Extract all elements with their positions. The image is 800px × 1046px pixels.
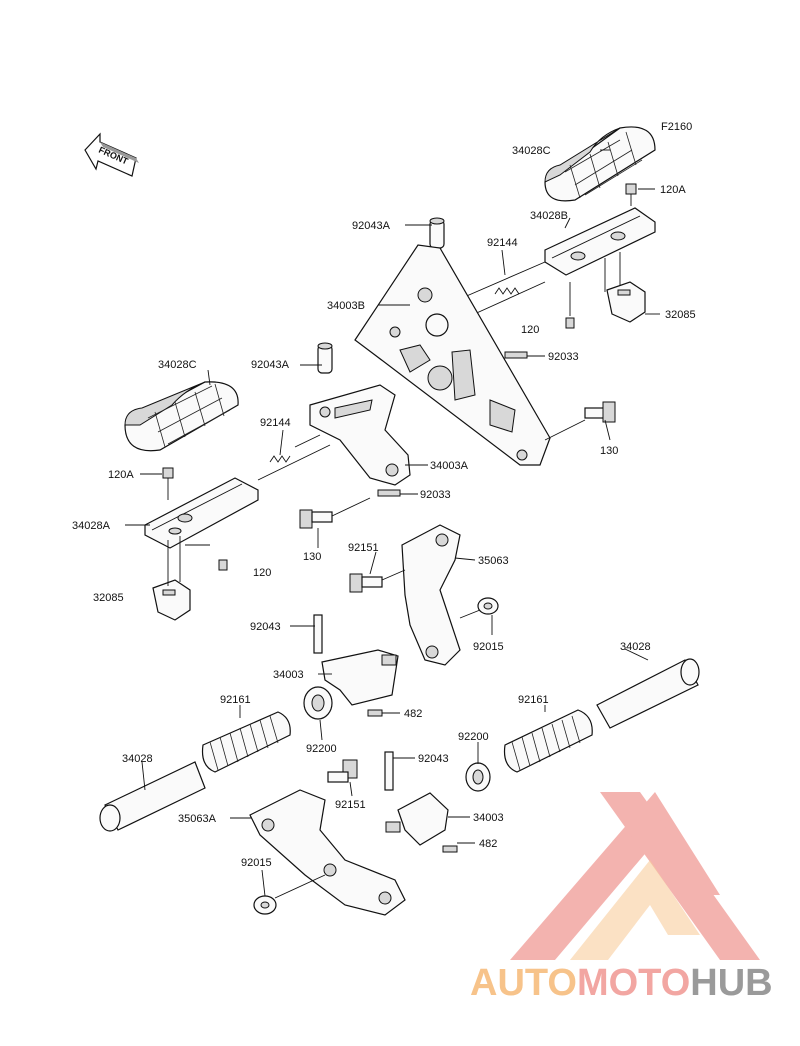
label-92144-left: 92144 — [260, 417, 291, 429]
label-130-right: 130 — [600, 445, 618, 457]
tube-34028-left — [99, 761, 206, 832]
left-pivot-pin — [317, 342, 333, 374]
watermark-logo-icon — [510, 792, 760, 960]
left-spring-92144 — [269, 455, 291, 463]
label-92161-left: 92161 — [220, 694, 251, 706]
label-92043A-left: 92043A — [251, 359, 290, 371]
label-92043-left: 92043 — [250, 621, 281, 633]
label-34003-bottom: 34003 — [473, 812, 504, 824]
rubber-92161-right — [503, 709, 593, 773]
right-bolt-120A — [625, 183, 637, 206]
label-92015-top: 92015 — [473, 641, 504, 653]
label-34028B: 34028B — [530, 210, 568, 222]
watermark-text: AUTOMOTOHUB — [470, 962, 773, 1005]
part-labels: 34028C 120A 34028B 92043A 92144 34003B 1… — [72, 145, 696, 869]
rubber-92161-left — [201, 711, 291, 773]
watermark-text-hub: HUB — [690, 962, 773, 1004]
label-34003-top: 34003 — [273, 669, 304, 681]
left-bolt-120A — [162, 467, 174, 500]
label-92200-left: 92200 — [306, 743, 337, 755]
label-34003B: 34003B — [327, 300, 365, 312]
label-120A-right: 120A — [660, 184, 686, 196]
label-35063: 35063 — [478, 555, 509, 567]
left-bolt-120 — [218, 559, 228, 571]
label-130-left: 130 — [303, 551, 321, 563]
label-35063A: 35063A — [178, 813, 217, 825]
label-482-top: 482 — [404, 708, 422, 720]
label-92151-bottom: 92151 — [335, 799, 366, 811]
label-32085-left: 32085 — [93, 592, 124, 604]
washer-92200-left — [303, 686, 333, 720]
cotter-482-top — [367, 709, 383, 717]
bolt-92151-top — [349, 573, 383, 593]
label-32085-right: 32085 — [665, 309, 696, 321]
watermark-text-auto: AUTO — [470, 962, 577, 1004]
label-92043A-right: 92043A — [352, 220, 391, 232]
pin-92043-top — [313, 614, 323, 654]
label-34003A: 34003A — [430, 460, 469, 472]
label-120-right: 120 — [521, 324, 539, 336]
washer-92200-right — [465, 762, 491, 792]
label-34028C-right: 34028C — [512, 145, 551, 157]
bolt-92151-bottom — [327, 759, 358, 783]
bracket-35063A — [249, 789, 406, 916]
front-arrow-icon: FRONT — [84, 132, 139, 177]
washer-92015-top — [477, 597, 499, 615]
left-footpeg-plate — [309, 384, 411, 486]
left-pin-92033 — [377, 489, 401, 497]
right-stopper-32085 — [606, 281, 646, 323]
right-bolt-130 — [584, 401, 616, 423]
label-34028C-left: 34028C — [158, 359, 197, 371]
label-34028-right: 34028 — [620, 641, 651, 653]
label-92200-right: 92200 — [458, 731, 489, 743]
label-92033-left: 92033 — [420, 489, 451, 501]
right-pin-92033 — [504, 351, 528, 359]
watermark-text-moto: MOTO — [576, 962, 691, 1004]
label-92151-top: 92151 — [348, 542, 379, 554]
right-pivot-pin — [429, 217, 445, 249]
label-34028-left: 34028 — [122, 753, 153, 765]
left-footpeg-rubber — [124, 381, 239, 452]
clevis-34003-top — [321, 649, 399, 706]
bracket-35063 — [401, 524, 461, 666]
leader-lines — [125, 149, 660, 897]
figure-code: F2160 — [661, 121, 692, 133]
left-footpeg-bracket — [144, 477, 259, 549]
pin-92043-bottom — [384, 751, 394, 791]
label-34028A: 34028A — [72, 520, 111, 532]
label-92033-right: 92033 — [548, 351, 579, 363]
label-120-left: 120 — [253, 567, 271, 579]
label-92144-right: 92144 — [487, 237, 518, 249]
label-92043-right: 92043 — [418, 753, 449, 765]
left-stopper-32085 — [152, 579, 191, 621]
label-92161-right: 92161 — [518, 694, 549, 706]
left-bolt-130 — [299, 509, 333, 529]
cotter-482-bottom — [442, 845, 458, 853]
right-bolt-120 — [565, 317, 575, 329]
right-footpeg-plate — [354, 244, 551, 466]
washer-92015-bottom — [253, 895, 277, 915]
tube-34028-right — [596, 658, 700, 729]
clevis-34003-bottom — [385, 792, 449, 846]
right-footpeg-rubber — [544, 126, 656, 202]
label-482-bottom: 482 — [479, 838, 497, 850]
label-120A-left: 120A — [108, 469, 134, 481]
right-spring-92144 — [494, 287, 520, 295]
label-92015-bottom: 92015 — [241, 857, 272, 869]
